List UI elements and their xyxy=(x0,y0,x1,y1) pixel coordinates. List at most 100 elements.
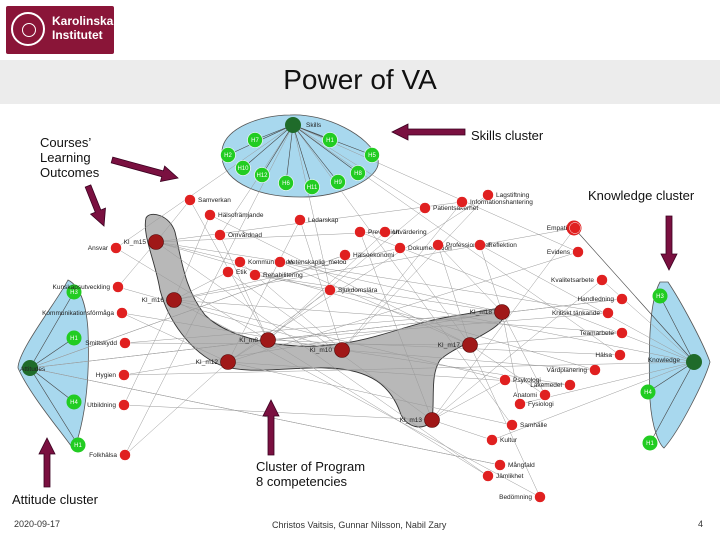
edge-line xyxy=(155,241,596,371)
outcome-label: Folkhälsa xyxy=(89,452,117,459)
edge-line xyxy=(469,344,546,396)
edge-line xyxy=(124,342,471,346)
edge-line xyxy=(227,271,433,421)
outcome-node xyxy=(456,196,468,208)
outcome-node xyxy=(112,281,124,293)
edge-line xyxy=(431,379,506,421)
outcome-label: Mångfald xyxy=(508,461,535,469)
edge-line xyxy=(267,207,426,341)
edge-line xyxy=(431,227,576,421)
edge-line xyxy=(29,367,501,466)
edge-line xyxy=(359,231,695,363)
edge-line xyxy=(254,274,503,313)
program-node xyxy=(494,304,510,320)
skills-arrow-shape xyxy=(391,123,466,141)
outcome-label: Utbildning xyxy=(87,402,116,409)
outcome-node xyxy=(482,189,494,201)
attitude-node-label: H1 xyxy=(74,443,82,449)
seal-icon xyxy=(11,12,45,46)
outcome-node xyxy=(354,226,366,238)
outcome-node xyxy=(539,389,551,401)
outcome-label: Lagstiftning xyxy=(496,192,530,199)
courses-arrow-right-shape xyxy=(110,156,179,183)
edge-line xyxy=(292,124,579,253)
edge-line xyxy=(173,247,401,301)
outcome-label: Evidens xyxy=(547,249,571,256)
skills-node-label: H1 xyxy=(326,138,334,144)
program-node-label: KI_m17 xyxy=(438,342,461,349)
outcome-node xyxy=(234,256,246,268)
knowledge-node-label: H1 xyxy=(646,441,654,447)
knowledge-arrow-shape xyxy=(660,215,678,271)
skills-node-label: H5 xyxy=(368,153,376,159)
outcome-label: Anatomi xyxy=(513,392,537,399)
program-node xyxy=(260,332,276,348)
skills-edge xyxy=(242,124,294,169)
skills-arrow xyxy=(391,123,466,141)
outcome-label: Bedömning xyxy=(499,494,532,501)
skills-edge xyxy=(261,124,294,176)
attitude-edge xyxy=(29,367,79,446)
edge-line xyxy=(124,311,503,344)
program-node-label: KI_m8 xyxy=(239,337,258,344)
attitude-center-node xyxy=(22,360,38,376)
program-node xyxy=(220,354,236,370)
edge-line xyxy=(437,244,503,313)
edge-line xyxy=(601,279,695,363)
edge-line xyxy=(155,199,191,243)
outcome-label: Dokumentation xyxy=(408,245,452,252)
logo-line1: Karolinska xyxy=(52,14,114,28)
program-arrow-shape xyxy=(262,399,280,456)
outcome-node xyxy=(482,470,494,482)
program-node xyxy=(166,292,182,308)
outcome-node xyxy=(564,379,576,391)
edge-line xyxy=(469,332,623,346)
skills-node xyxy=(304,179,320,195)
edge-line xyxy=(155,231,386,243)
outcome-node xyxy=(204,209,216,221)
outcome-label: Sjukdomslära xyxy=(338,287,378,294)
attitude-edge xyxy=(29,367,75,403)
outcome-node xyxy=(118,399,130,411)
outcome-label: Läkemedel xyxy=(530,382,562,389)
edge-line xyxy=(115,247,269,341)
attitude-annotation: Attitude cluster xyxy=(12,492,98,507)
skills-edge xyxy=(292,124,313,188)
edge-line xyxy=(123,311,503,376)
program-node xyxy=(148,234,164,250)
skills-node xyxy=(350,165,366,181)
logo-text: Karolinska Institutet xyxy=(52,14,113,42)
edge-line xyxy=(479,244,503,313)
slide-header: Karolinska Institutet xyxy=(0,0,720,60)
attitude-node xyxy=(66,284,82,300)
outcome-node xyxy=(616,327,628,339)
edge-line xyxy=(437,244,471,346)
edge-line xyxy=(173,214,211,301)
outcome-label: Rehabilitering xyxy=(263,272,303,279)
outcome-label: Kultur xyxy=(500,437,518,444)
outcome-node xyxy=(486,434,498,446)
edge-line xyxy=(121,312,229,363)
title-band xyxy=(0,60,720,104)
edge-line xyxy=(227,361,513,426)
attitude-arrow xyxy=(38,437,56,488)
outcome-label: Smittskydd xyxy=(85,340,117,347)
outcome-node xyxy=(222,266,234,278)
outcome-node xyxy=(419,202,431,214)
edge-line xyxy=(173,299,506,381)
edge-line xyxy=(227,251,579,363)
courses-annotation: Courses’ Learning Outcomes xyxy=(40,135,100,180)
attitude-edge xyxy=(29,337,75,369)
logo-line2: Institutet xyxy=(52,28,103,42)
edge-line xyxy=(469,344,541,498)
outcome-node xyxy=(249,269,261,281)
outcome-label: Informationshantering xyxy=(470,199,533,206)
knowledge-edge xyxy=(647,361,695,393)
outcome-node xyxy=(432,239,444,251)
edge-line xyxy=(29,298,623,369)
edge-line xyxy=(279,261,503,313)
outcome-node xyxy=(214,229,226,241)
outcome-label: Omvårdnad xyxy=(228,231,262,239)
outcome-label: Teamarbete xyxy=(580,330,615,337)
edge-line xyxy=(267,339,621,356)
